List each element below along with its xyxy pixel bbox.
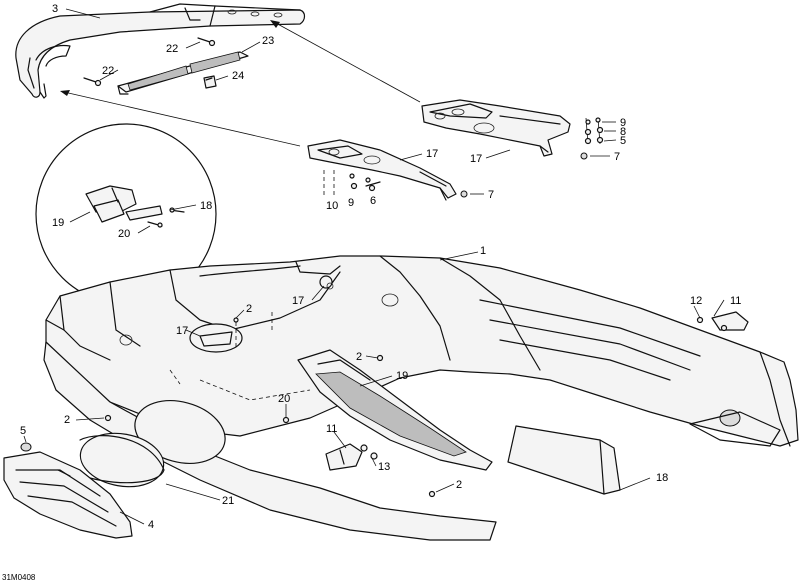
- callout-3: 4: [148, 519, 154, 531]
- part-23-grille: [117, 51, 249, 95]
- callout-13: 17: [470, 153, 482, 165]
- callout-21: 21: [222, 495, 234, 507]
- callout-8-right: 8: [620, 126, 626, 138]
- callout-11-right: 12: [690, 295, 702, 307]
- body-screws: [104, 312, 436, 498]
- hardware-stack-right: [580, 117, 604, 160]
- callout-6: 3: [52, 3, 58, 15]
- callout-16: 20: [118, 228, 130, 240]
- callout-22-lower: 22: [102, 65, 114, 77]
- callout-17-upper: 17: [292, 295, 304, 307]
- part-22-screws: [83, 37, 216, 87]
- part-18-flap: [507, 425, 621, 495]
- part-24-clip: [203, 75, 217, 89]
- part-13-bracket: [421, 99, 571, 157]
- part-10-bracket-lower: [325, 443, 363, 471]
- callout-17-lower: 17: [176, 325, 188, 337]
- callout-1: 1: [480, 245, 486, 257]
- callout-2-upper: 2: [246, 303, 252, 315]
- callout-5-left: 6: [370, 195, 376, 207]
- part-6-rear-handle: [15, 3, 306, 99]
- callout-2-lower: 2: [456, 479, 462, 491]
- hardware-stack-left: [323, 170, 468, 198]
- callout-labels: 3 22 23 22 24 9 8 5 7 17 17 7 10 9 6 18 …: [2, 3, 741, 582]
- callout-22-upper: 22: [166, 43, 178, 55]
- part-17-cap-center: [189, 323, 243, 353]
- callout-24: 24: [232, 70, 244, 82]
- callout-2-left: 2: [64, 414, 70, 426]
- callout-10-right: 11: [730, 295, 741, 307]
- part-11-screws: [360, 316, 728, 460]
- callout-10-lower: 11: [326, 423, 337, 435]
- part-4-plug: [20, 442, 32, 452]
- callout-19: 19: [396, 370, 408, 382]
- callout-18: 18: [656, 472, 668, 484]
- callout-8-left: 9: [348, 197, 354, 209]
- callout-11-lower: 13: [378, 461, 390, 473]
- callout-9-right: 9: [620, 117, 626, 129]
- callout-14: 18: [200, 200, 212, 212]
- part-19-footrest: [297, 349, 493, 471]
- callout-23: 23: [262, 35, 274, 47]
- assembly-arrows: [60, 20, 421, 147]
- part-3-side-panel: [3, 451, 133, 539]
- callout-9-left: 10: [326, 200, 338, 212]
- callout-12: 17: [426, 148, 438, 160]
- callout-7-left: 7: [488, 189, 494, 201]
- callout-2-mid: 2: [356, 351, 362, 363]
- callout-15: 19: [52, 217, 64, 229]
- callout-7-right: 7: [614, 151, 620, 163]
- part-21-oval-cover: [43, 341, 497, 541]
- callout-20: 20: [278, 393, 290, 405]
- part-12-bracket: [307, 139, 457, 201]
- callout-4: 5: [20, 425, 26, 437]
- reference-code: 31M0408: [2, 573, 36, 582]
- callout-5-right: 5: [620, 135, 626, 147]
- part-10-bracket-upper: [711, 311, 749, 331]
- leader-lines: [23, 8, 725, 525]
